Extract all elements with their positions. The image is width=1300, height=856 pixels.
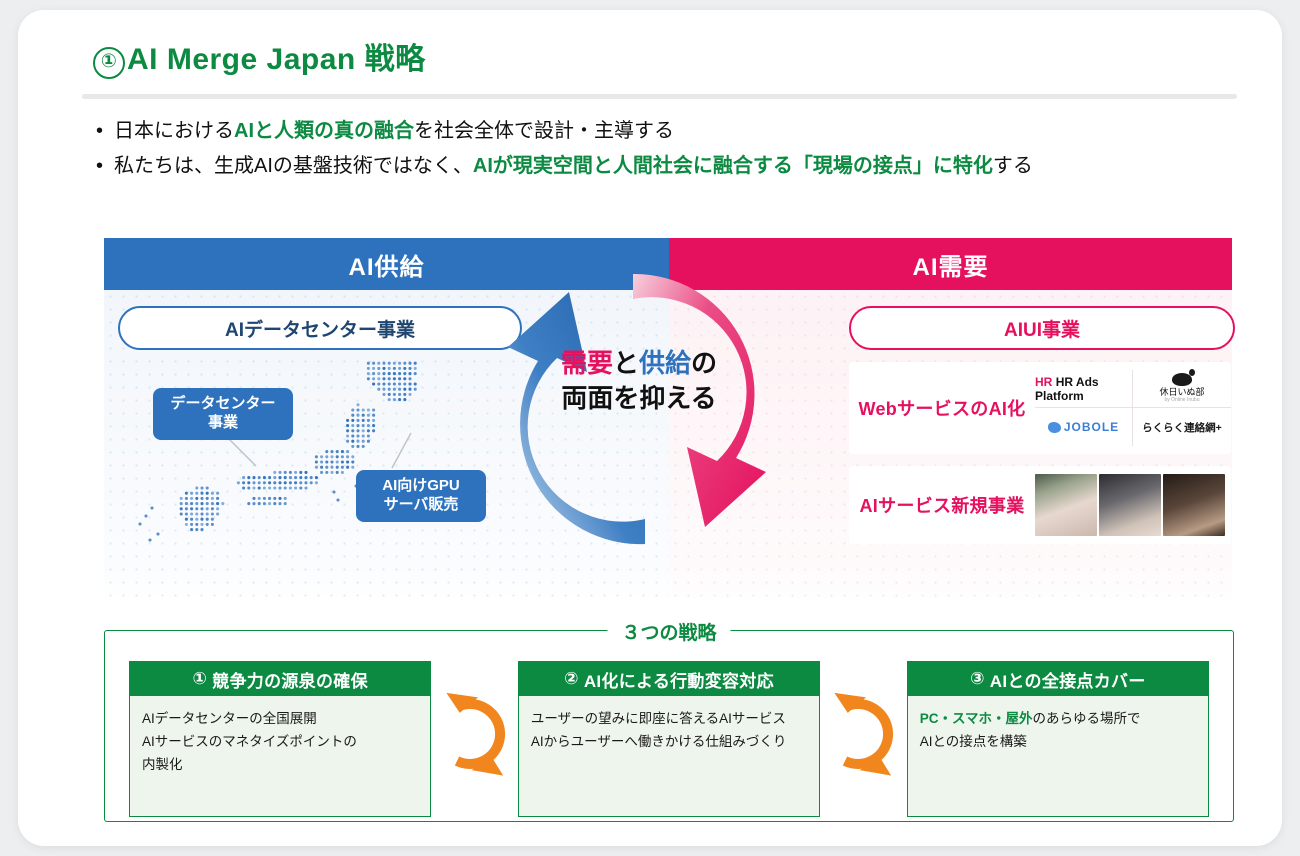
bullet-text: 私たちは、生成AIの基盤技術ではなく、AIが現実空間と人間社会に融合する「現場の… — [114, 151, 1033, 182]
list-item: • 私たちは、生成AIの基盤技術ではなく、AIが現実空間と人間社会に融合する「現… — [96, 151, 1266, 182]
strategy-card-2: ② AI化による行動変容対応 ユーザーの望みに即座に答えるAIサービス AIから… — [518, 661, 820, 817]
three-strategies-section: ３つの戦略 ① 競争力の源泉の確保 AIデータセンターの全国展開 AIサービスの… — [104, 630, 1234, 822]
photo-apron-woman — [1163, 474, 1225, 536]
cycle-connector-2 — [820, 661, 907, 817]
strategy-card-3: ③ AIとの全接点カバー PC・スマホ・屋外のあらゆる場所で AIとの接点を構築 — [907, 661, 1209, 817]
strategy-card-3-highlight: PC・スマホ・屋外 — [920, 711, 1033, 726]
center-line2: 両面を抑える — [519, 381, 759, 416]
photo-strip — [1035, 474, 1231, 536]
strategy-card-2-heading: ② AI化による行動変容対応 — [519, 662, 819, 696]
strategy-card-1: ① 競争力の源泉の確保 AIデータセンターの全国展開 AIサービスのマネタイズポ… — [129, 661, 431, 817]
map-label-gpu-server: AI向けGPU サーバ販売 — [356, 470, 486, 522]
strategy-card-1-heading: ① 競争力の源泉の確保 — [130, 662, 430, 696]
demand-header: AI需要 — [669, 238, 1232, 290]
title-number-badge: ① — [93, 47, 125, 79]
orange-cycle-icon — [437, 691, 513, 777]
web-service-ai-card: WebサービスのAI化 HR HR Ads Platform 休日いぬ部 by … — [849, 362, 1231, 454]
ai-service-new-business-card: AIサービス新規事業 — [849, 466, 1231, 544]
center-message: 需要と供給の 両面を抑える — [519, 346, 759, 416]
bullet-marker: • — [96, 116, 114, 147]
logo-kyujitsu-inubu: 休日いぬ部 by Online Inubu — [1133, 370, 1231, 408]
strategy-card-1-body: AIデータセンターの全国展開 AIサービスのマネタイズポイントの 内製化 — [130, 696, 430, 816]
ai-service-new-business-label: AIサービス新規事業 — [849, 492, 1035, 518]
logo-rakuraku-renrakumo: らくらく連絡網+ — [1133, 408, 1231, 446]
supply-header: AI供給 — [104, 238, 669, 290]
list-item: • 日本におけるAIと人類の真の融合を社会全体で設計・主導する — [96, 116, 1266, 147]
logo-jobole: JOBOLE — [1035, 408, 1133, 446]
strategy-card-2-body: ユーザーの望みに即座に答えるAIサービス AIからユーザーへ働きかける仕組みづく… — [519, 696, 819, 816]
aiui-pill: AIUI事業 — [849, 306, 1235, 350]
logo-hr-ads-platform: HR HR Ads Platform — [1035, 370, 1133, 408]
center-supply-word: 供給 — [639, 348, 691, 378]
center-demand-word: 需要 — [561, 348, 613, 378]
page-title: ①AI Merge Japan 戦略 — [93, 34, 426, 79]
photo-kimono-woman — [1035, 474, 1097, 536]
ai-datacenter-pill: AIデータセンター事業 — [118, 306, 522, 350]
photo-suit-men — [1099, 474, 1161, 536]
cycle-connector-1 — [431, 661, 518, 817]
web-service-ai-label: WebサービスのAI化 — [849, 395, 1035, 421]
orange-cycle-icon — [825, 691, 901, 777]
map-label-datacenter: データセンター 事業 — [153, 388, 293, 440]
supply-demand-diagram: AI供給 AI需要 AIデータセンター事業 AIUI事業 データセンター 事業 … — [104, 238, 1232, 602]
title-divider — [82, 94, 1237, 99]
partner-logo-grid: HR HR Ads Platform 休日いぬ部 by Online Inubu… — [1035, 370, 1231, 446]
strategy-card-3-body: PC・スマホ・屋外のあらゆる場所で AIとの接点を構築 — [908, 696, 1208, 816]
three-strategies-title: ３つの戦略 — [607, 618, 730, 645]
strategy-card-list: ① 競争力の源泉の確保 AIデータセンターの全国展開 AIサービスのマネタイズポ… — [129, 661, 1209, 817]
strategy-card-3-heading: ③ AIとの全接点カバー — [908, 662, 1208, 696]
bullet-marker: • — [96, 151, 114, 182]
bullet-list: • 日本におけるAIと人類の真の融合を社会全体で設計・主導する • 私たちは、生… — [96, 116, 1266, 186]
slide-root: ①AI Merge Japan 戦略 • 日本におけるAIと人類の真の融合を社会… — [18, 10, 1282, 846]
jobole-mark-icon — [1048, 422, 1061, 433]
bullet-text: 日本におけるAIと人類の真の融合を社会全体で設計・主導する — [114, 116, 674, 147]
dog-icon — [1172, 373, 1192, 386]
title-label: AI Merge Japan 戦略 — [127, 43, 426, 76]
